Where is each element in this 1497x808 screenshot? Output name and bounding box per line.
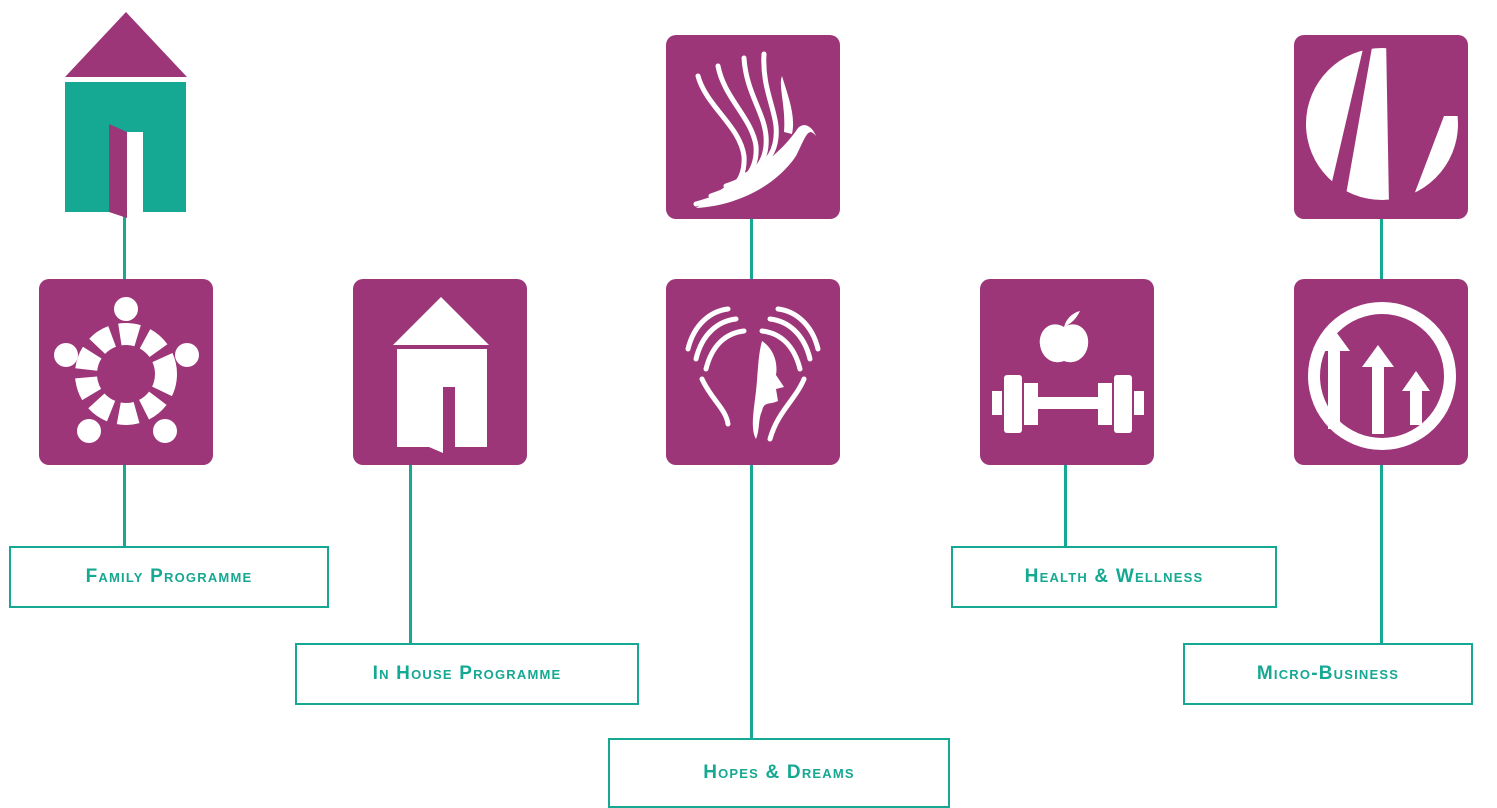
connector-dove-hopes [750,218,753,280]
label-health-wellness[interactable]: Health & Wellness [951,546,1277,608]
inhouse-tile[interactable] [353,279,527,465]
connector-health-label [1064,464,1067,548]
hand-dove-tile [666,35,840,219]
road-circle-tile [1294,35,1468,219]
growth-arrows-icon [1308,302,1456,450]
connector-micro-label [1380,464,1383,644]
label-in-house-programme[interactable]: In House Programme [295,643,639,705]
dumbbell-apple-icon [992,311,1144,433]
label-micro-business[interactable]: Micro-Business [1183,643,1473,705]
road-circle-icon [1306,48,1458,200]
connector-hopes-label [750,464,753,740]
hands-face-icon [685,306,821,442]
connector-road-micro [1380,218,1383,280]
hopes-tile[interactable] [666,279,840,465]
family-tile[interactable] [39,279,213,465]
connector-family-label [123,464,126,548]
micro-tile[interactable] [1294,279,1468,465]
label-family-programme[interactable]: Family Programme [9,546,329,608]
connector-house-family [123,212,126,280]
label-hopes-dreams[interactable]: Hopes & Dreams [608,738,950,808]
people-circle-icon [54,297,199,443]
health-tile[interactable] [980,279,1154,465]
house-logo-icon [65,12,187,218]
house-door-icon [393,297,489,453]
connector-inhouse-label [409,464,412,644]
hand-dove-icon [693,51,816,208]
